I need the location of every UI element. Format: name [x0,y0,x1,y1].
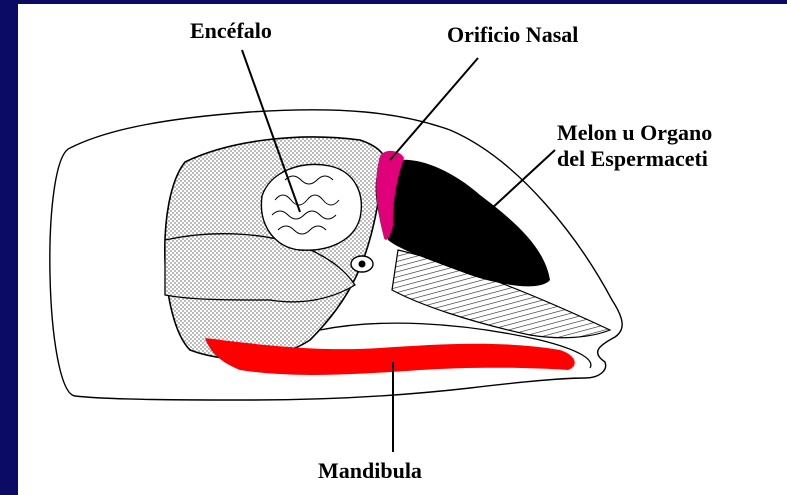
label-orificio-nasal: Orificio Nasal [447,22,578,48]
brain [261,164,361,250]
label-melon: Melon u Organo del Espermaceti [557,120,712,172]
eye-pupil [359,261,366,268]
label-encefalo: Encéfalo [190,18,272,44]
label-mandibula: Mandibula [318,458,422,484]
